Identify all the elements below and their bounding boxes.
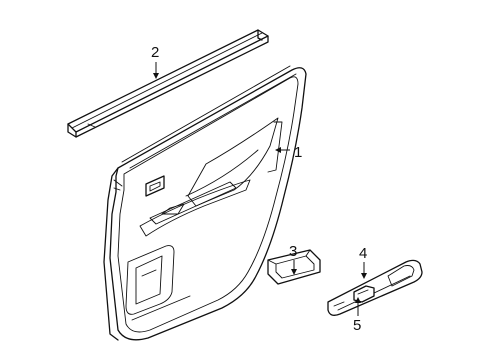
callout-2: 2 <box>151 44 159 61</box>
callout-1: 1 <box>294 144 302 161</box>
callout-3: 3 <box>289 243 297 260</box>
door-trim-panel <box>103 65 307 341</box>
callout-5: 5 <box>353 317 361 334</box>
switch-bezel <box>327 259 423 316</box>
weatherstrip-moulding <box>67 29 269 138</box>
callout-4: 4 <box>359 245 367 262</box>
